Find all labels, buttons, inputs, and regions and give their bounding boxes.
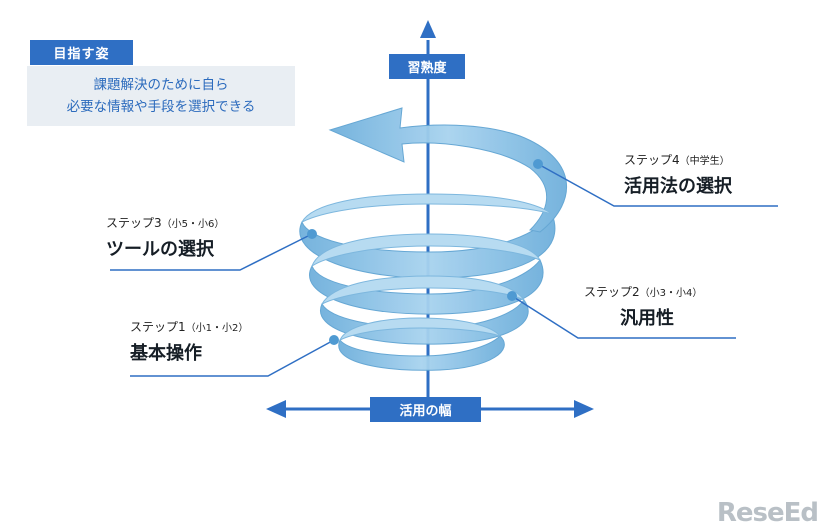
step3-label: ステップ3（小5・小6） ツールの選択 bbox=[106, 214, 224, 261]
step1-name: ステップ1 bbox=[130, 320, 186, 334]
spiral-ribbon bbox=[299, 107, 567, 371]
goal-description: 課題解決のために自ら 必要な情報や手段を選択できる bbox=[27, 66, 295, 126]
step2-marker bbox=[507, 291, 517, 301]
step4-label: ステップ4（中学生） 活用法の選択 bbox=[624, 151, 732, 198]
step2-leader bbox=[511, 295, 736, 339]
step2-name: ステップ2 bbox=[584, 285, 640, 299]
step1-label: ステップ1（小1・小2） 基本操作 bbox=[130, 318, 248, 365]
step4-title: 活用法の選択 bbox=[624, 176, 732, 197]
goal-line-2: 必要な情報や手段を選択できる bbox=[66, 99, 256, 115]
goal-badge: 目指す姿 bbox=[30, 40, 133, 65]
vertical-axis-arrowhead bbox=[420, 20, 436, 38]
step2-grade: （小3・小4） bbox=[639, 288, 703, 299]
step3-name: ステップ3 bbox=[106, 216, 162, 230]
step1-marker bbox=[329, 335, 339, 345]
step2-title: 汎用性 bbox=[620, 308, 674, 329]
horizontal-axis-label: 活用の幅 bbox=[370, 397, 481, 422]
step3-title: ツールの選択 bbox=[106, 239, 214, 260]
step1-title: 基本操作 bbox=[130, 343, 202, 364]
step1-grade: （小1・小2） bbox=[185, 323, 249, 334]
step3-grade: （小5・小6） bbox=[161, 219, 225, 230]
step4-grade: （中学生） bbox=[679, 156, 730, 167]
step3-leader bbox=[110, 233, 313, 271]
step4-name: ステップ4 bbox=[624, 153, 680, 167]
step4-leader bbox=[537, 163, 778, 207]
horizontal-axis-right-arrowhead bbox=[574, 400, 594, 418]
step2-label: ステップ2（小3・小4） 汎用性 bbox=[584, 283, 702, 330]
horizontal-axis-left-arrowhead bbox=[266, 400, 286, 418]
step3-marker bbox=[307, 229, 317, 239]
goal-line-1: 課題解決のために自ら bbox=[93, 77, 229, 93]
step1-leader bbox=[130, 339, 335, 377]
vertical-axis-label: 習熟度 bbox=[389, 54, 465, 79]
step4-marker bbox=[533, 159, 543, 169]
resed-logo: ReseEd bbox=[716, 498, 819, 528]
